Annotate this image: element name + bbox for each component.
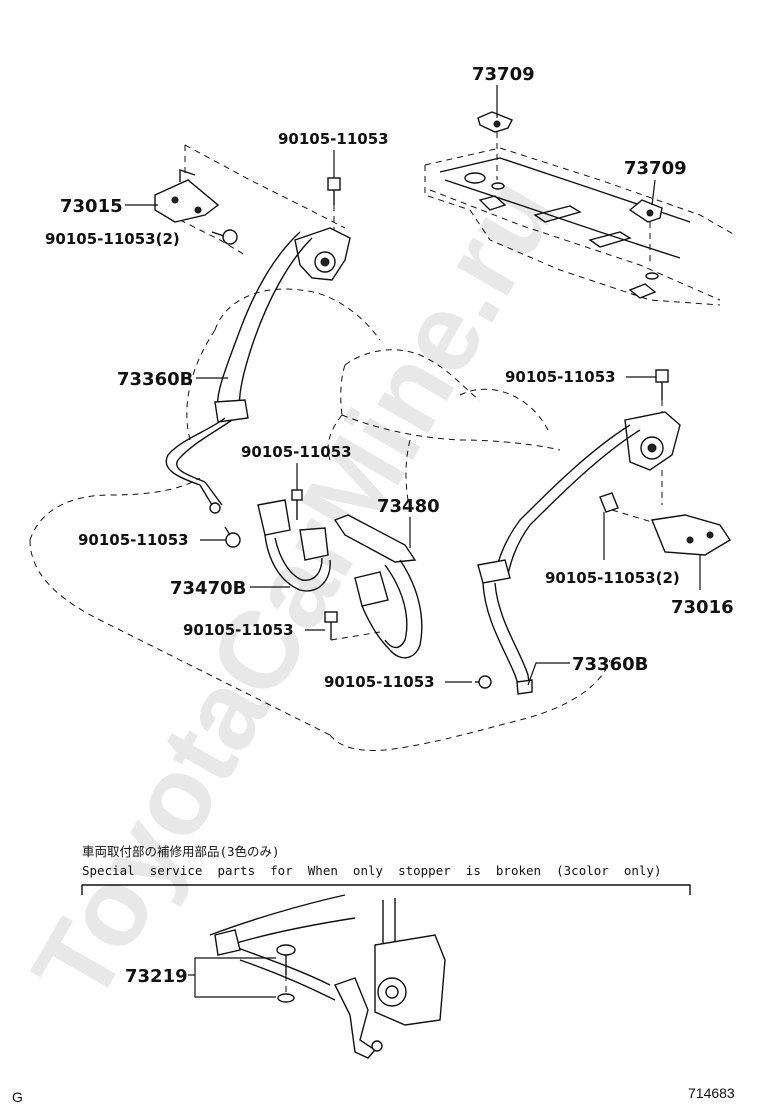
leader-lines [125,85,701,976]
corner-letter: G [12,1089,23,1105]
label-90105-buckle: 90105-11053 [183,621,294,639]
label-90105-top: 90105-11053 [278,130,389,148]
rear-seat-outline [29,288,611,751]
bolt-left-lower [224,526,241,548]
label-73016: 73016 [671,597,734,618]
label-90105-bottom: 90105-11053 [324,673,435,691]
label-73709-a: 73709 [472,64,535,85]
label-90105-left-low: 90105-11053 [78,531,189,549]
anchor-73709-a [477,111,513,180]
label-73219: 73219 [125,966,188,987]
label-73015: 73015 [60,196,123,217]
label-90105-x2-right: 90105-11053(2) [545,569,680,587]
label-73470B: 73470B [170,578,246,599]
label-73360B-right: 73360B [572,654,648,675]
watermark-text: ToyotaCarMine.ru [9,158,579,1022]
bolt-top-center [327,177,341,230]
diagram-number: 714683 [688,1085,735,1101]
note-japanese: 車両取付部の補修用部品(3色のみ) [82,844,280,859]
label-73480: 73480 [377,496,440,517]
label-73709-b: 73709 [624,158,687,179]
label-90105-x2-left: 90105-11053(2) [45,230,180,248]
seatbelt-assembly-left [154,144,351,514]
label-90105-center: 90105-11053 [241,443,352,461]
label-90105-right: 90105-11053 [505,368,616,386]
buckle-73480 [324,514,423,659]
bolt-left-pair [211,229,238,245]
note-english: Special service parts for When only stop… [82,863,661,878]
seatbelt-assembly-right [475,369,731,695]
buckle-73470B [257,489,331,592]
special-service-parts-section [81,884,691,1059]
anchor-73709-b [628,199,663,262]
label-73360B-left: 73360B [117,369,193,390]
